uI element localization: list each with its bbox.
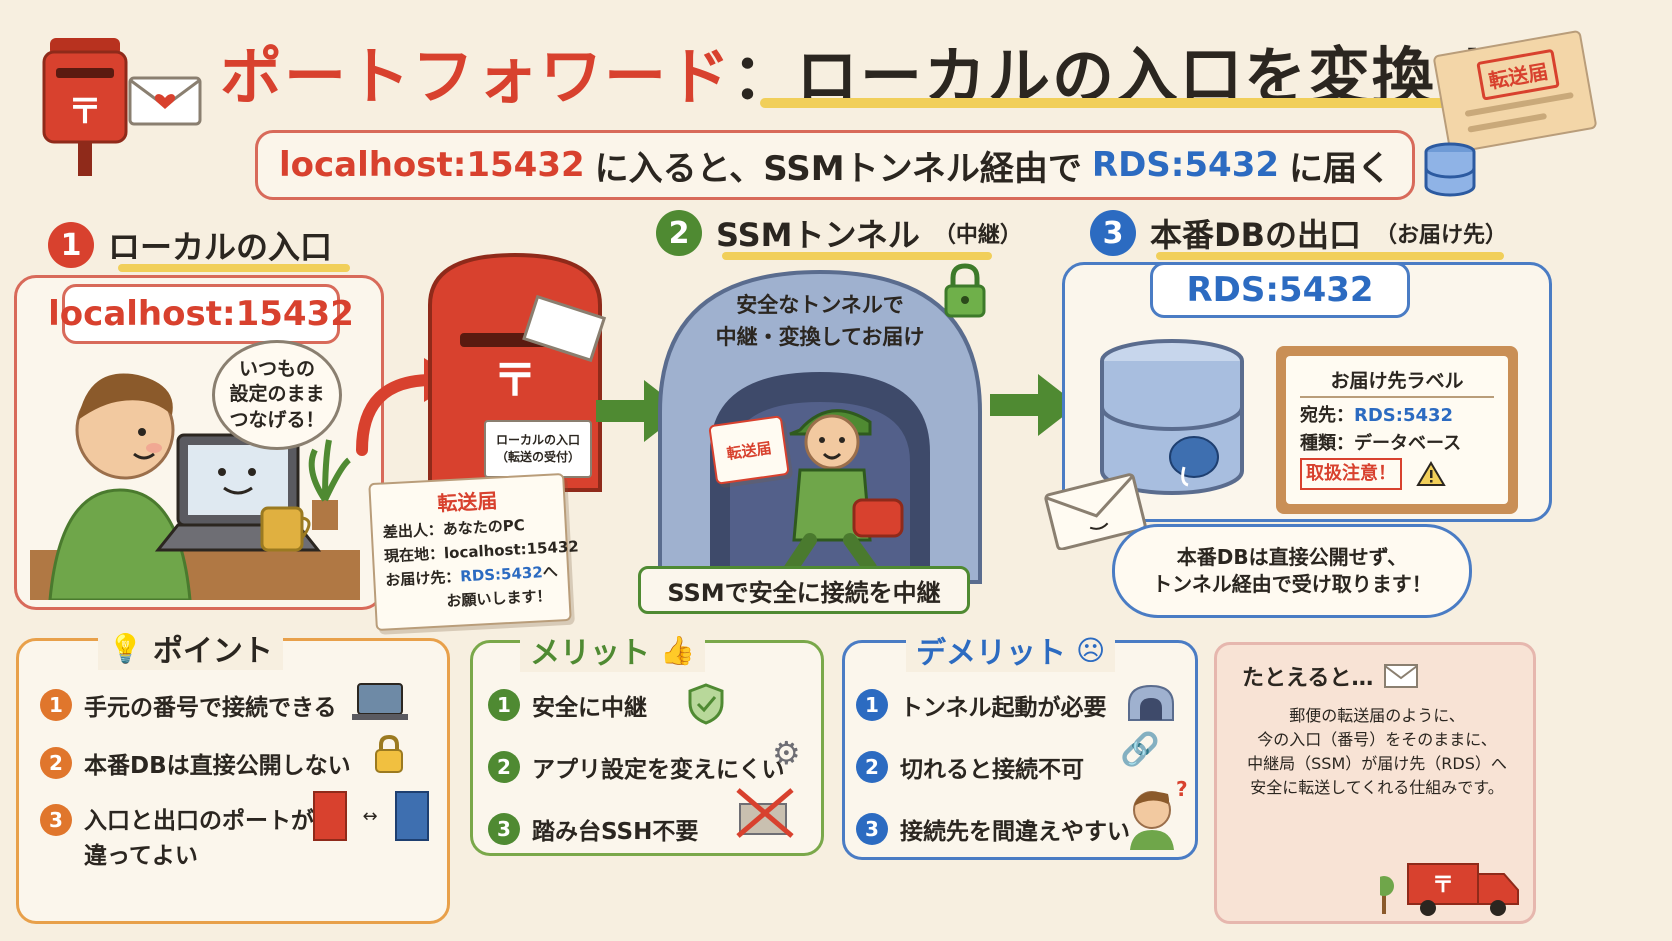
plant-icon [308, 439, 352, 530]
step1-address: localhost:15432 [48, 284, 354, 344]
step3-underline [1156, 252, 1504, 260]
svg-text:?: ? [1176, 780, 1188, 801]
svg-text:〒: 〒 [1432, 873, 1454, 898]
postgres-elephant-icon [1169, 436, 1219, 487]
title-underline [760, 98, 1460, 108]
envelope-small-icon [1384, 664, 1419, 688]
laptop-small-icon [352, 683, 408, 720]
summary-remote: RDS:5432 [1091, 145, 1280, 185]
courier-envelope: 転送届 [708, 415, 790, 485]
envelope-heart-icon [128, 76, 202, 126]
forwarding-card: 転送届 差出人：あなたのPC 現在地：localhost:15432 お届け先：… [368, 472, 579, 632]
step1-underline [118, 264, 350, 272]
step1-speech-bubble: いつもの 設定のまま つなげる！ [212, 340, 342, 450]
summary-local: localhost:15432 [278, 145, 585, 185]
lock-icon [944, 263, 986, 318]
step3-title: 本番DBの出口 [1150, 216, 1361, 254]
no-bastion-icon [736, 788, 794, 838]
shield-check-icon [688, 683, 724, 725]
step2-title: SSMトンネル [716, 216, 920, 254]
label-type: 種類：データベース [1300, 432, 1462, 454]
summary-banner: localhost:15432 に入ると、SSMトンネル経由で RDS:5432… [255, 130, 1415, 200]
svg-text:〒: 〒 [68, 92, 102, 132]
step3-address: RDS:5432 [1150, 262, 1410, 318]
title-red-part: ポートフォワード [220, 40, 733, 113]
step3-subtitle: （お届け先） [1374, 223, 1507, 248]
thumbs-up-icon: 👍 [660, 633, 695, 667]
step2-underline [722, 252, 992, 260]
merits-heading: メリット 👍 [520, 628, 705, 672]
step1-badge: 1 [48, 222, 94, 268]
doors-icon: ↔ [313, 791, 429, 841]
step2-banner: SSMで安全に接続を中継 [638, 566, 970, 614]
step1-heading: 1 ローカルの入口 [48, 222, 332, 268]
step3-badge: 3 [1090, 210, 1136, 256]
label-caution: 取扱注意！ [1300, 457, 1494, 490]
points-heading: 💡 ポイント [98, 626, 283, 670]
summary-middle: に入ると、SSMトンネル経由で [594, 148, 1082, 189]
destination-label-board: お届け先ラベル 宛先：RDS:5432 種類：データベース 取扱注意！ [1276, 346, 1518, 514]
summary-end: に届く [1289, 148, 1392, 189]
label-destination: 宛先：RDS:5432 [1300, 405, 1454, 426]
courier-illustration [783, 409, 904, 577]
step2-heading: 2 SSMトンネル （中継） [656, 210, 1022, 256]
person-laptop-illustration [30, 373, 360, 600]
analogy-text: 郵便の転送届のように、 今の入口（番号）をそのままに、 中継局（SSM）が届け先… [1247, 706, 1507, 797]
worried-face-icon: ☹ [1076, 633, 1106, 667]
mug-icon [260, 506, 311, 552]
rds-database-illustration [1100, 339, 1244, 496]
step3-heading: 3 本番DBの出口 （お届け先） [1090, 210, 1507, 256]
delivery-truck-icon: 〒 [1380, 863, 1519, 916]
stamp-label: 転送届 [1476, 48, 1560, 101]
step2-badge: 2 [656, 210, 702, 256]
step3-speech-bubble: 本番DBは直接公開せず、 トンネル経由で受け取ります！ [1112, 524, 1472, 618]
label-title: お届け先ラベル [1300, 366, 1494, 398]
gear-icon: ⚙ [772, 734, 801, 772]
tunnel-small-icon [1128, 684, 1174, 721]
mailbox-icon: 〒 [42, 38, 128, 176]
analogy-heading: たとえると… [1242, 660, 1419, 692]
svg-text:〒: 〒 [493, 355, 537, 406]
warning-icon [1416, 460, 1446, 486]
mailbox-label-card: ローカルの入口 （転送の受付） [484, 420, 592, 478]
tunnel-caption: 安全なトンネルで 中継・変換してお届け [715, 293, 925, 349]
smiling-envelope-icon [1044, 473, 1147, 550]
svg-text:↔: ↔ [362, 806, 377, 827]
broken-link-icon: 🔗 [1120, 730, 1160, 768]
step1-title: ローカルの入口 [108, 228, 333, 266]
database-icon [1424, 142, 1476, 197]
lightbulb-icon: 💡 [108, 631, 143, 665]
confused-person-icon: ? [1130, 780, 1188, 850]
demerits-heading: デメリット ☹ [906, 628, 1116, 672]
padlock-small-icon [375, 734, 403, 773]
green-arrow-2 [990, 374, 1078, 436]
step2-subtitle: （中継） [933, 223, 1022, 248]
